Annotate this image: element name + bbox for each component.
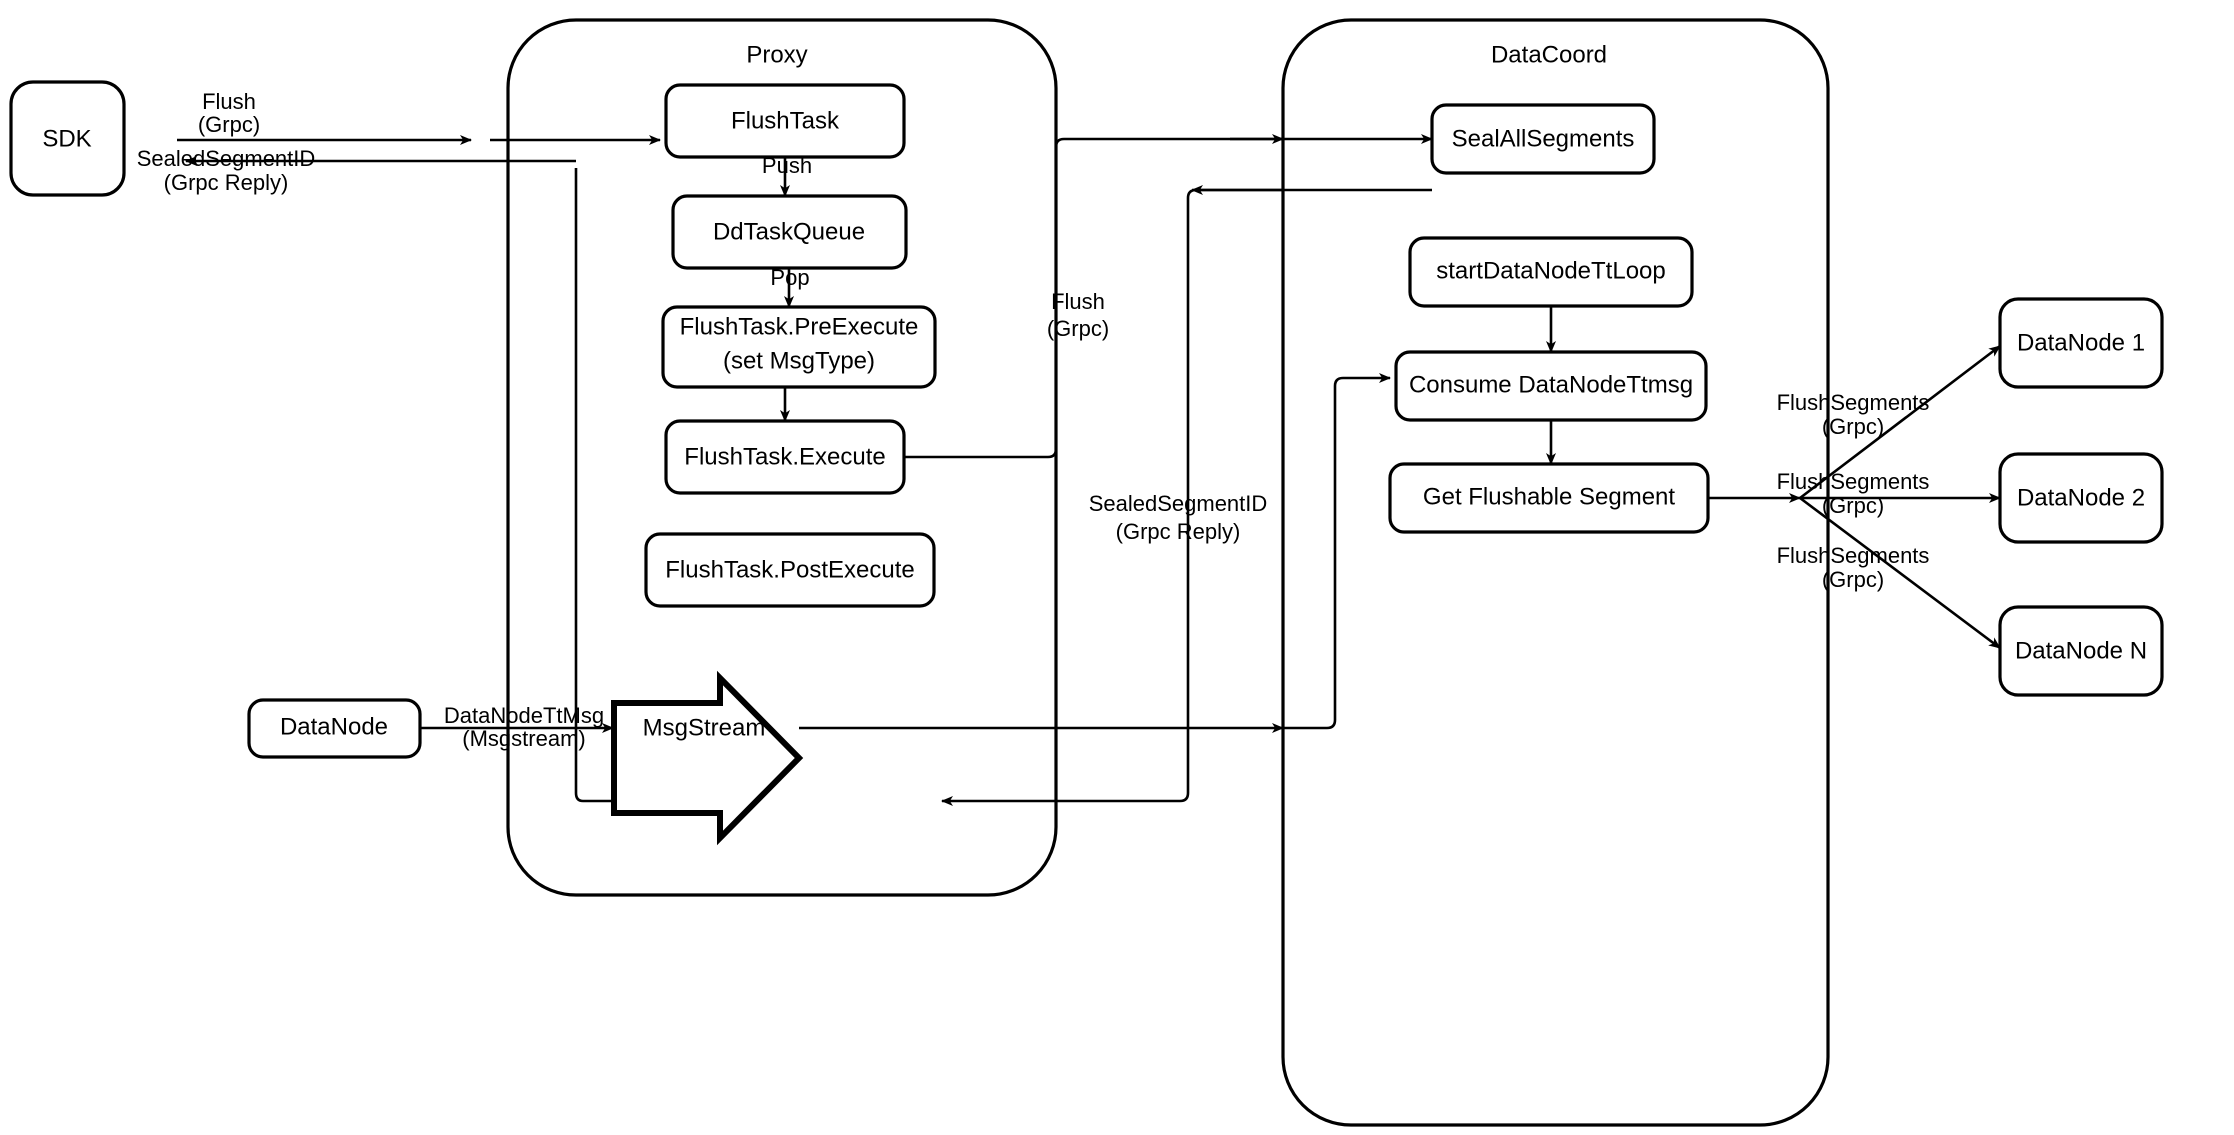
- sealed-sdk-line2: (Grpc Reply): [164, 170, 289, 195]
- datacoord-container-rect: [1281, 18, 1830, 1127]
- sealallsegments-rect[interactable]: [1430, 103, 1656, 175]
- flushsegments-2-line1: FlushSegments: [1777, 469, 1930, 494]
- preexecute-label-line1: FlushTask.PreExecute: [680, 313, 919, 340]
- flushsegments-2-line2: (Grpc): [1822, 493, 1884, 518]
- label-sealedsegmentid-sdk: SealedSegmentID (Grpc Reply): [137, 146, 316, 195]
- flush-grpc-sdk-line2: (Grpc): [198, 112, 260, 137]
- flush-grpc-mid-line2: (Grpc): [1047, 316, 1109, 341]
- preexecute-label-line2: (set MsgType): [723, 347, 875, 374]
- node-consumedatanodettmsg[interactable]: Consume DataNodeTtmsg: [1394, 350, 1708, 422]
- edge-junction-to-datanode1: FlushSegments (Grpc): [1777, 344, 2001, 500]
- node-ddtaskqueue[interactable]: DdTaskQueue: [671, 194, 908, 270]
- edge-datanode-to-msgstream: DataNodeTtMsg (Msgstream): [420, 703, 614, 751]
- node-startdatanodettloop[interactable]: startDataNodeTtLoop: [1408, 236, 1694, 308]
- proxy-container-rect: [506, 18, 1058, 897]
- datacoord-container-label: DataCoord: [1491, 41, 1607, 68]
- pop-edge-label: Pop: [770, 265, 809, 290]
- edge-ddtaskqueue-to-preexecute: Pop: [770, 265, 810, 308]
- ddtaskqueue-label: DdTaskQueue: [713, 218, 865, 245]
- msgstream-block-arrow[interactable]: [611, 670, 804, 846]
- postexecute-rect[interactable]: [644, 532, 936, 608]
- node-sdk[interactable]: SDK: [9, 80, 126, 197]
- proxy-container-label: Proxy: [746, 41, 807, 68]
- datanodettmsg-line1: DataNodeTtMsg: [444, 703, 604, 728]
- msgstream-label: MsgStream: [643, 714, 766, 741]
- flushsegments-n-line1: FlushSegments: [1777, 543, 1930, 568]
- node-execute[interactable]: FlushTask.Execute: [664, 419, 906, 495]
- node-datanode1[interactable]: DataNode 1: [1998, 297, 2164, 389]
- flushsegments-1-line2: (Grpc): [1822, 414, 1884, 439]
- sealed-mid-line1: SealedSegmentID: [1089, 491, 1268, 516]
- datanoden-label: DataNode N: [2015, 637, 2147, 664]
- node-datanode[interactable]: DataNode: [247, 698, 422, 759]
- execute-label: FlushTask.Execute: [684, 443, 885, 470]
- node-sealallsegments[interactable]: SealAllSegments: [1430, 103, 1656, 175]
- datanodettmsg-line2: (Msgstream): [462, 726, 585, 751]
- edge-postexecute-to-sdk-route: [574, 168, 646, 803]
- datanode2-label: DataNode 2: [2017, 484, 2145, 511]
- sealed-sdk-line1: SealedSegmentID: [137, 146, 316, 171]
- edge-junction-to-datanoden: FlushSegments (Grpc): [1777, 496, 2001, 650]
- flush-grpc-sdk-line1: Flush: [202, 89, 256, 114]
- edge-msgstream-to-datacoord: [799, 723, 1284, 733]
- datanode1-label: DataNode 1: [2017, 329, 2145, 356]
- sdk-label: SDK: [42, 125, 91, 152]
- postexecute-label: FlushTask.PostExecute: [665, 556, 914, 583]
- edge-flushtask-to-ddtaskqueue: Push: [762, 153, 812, 197]
- push-edge-label: Push: [762, 153, 812, 178]
- edge-sealallsegments-to-postexecute: SealedSegmentID (Grpc Reply): [941, 185, 1432, 806]
- edge-execute-to-sealallsegments: Flush (Grpc): [904, 134, 1433, 459]
- flush-grpc-mid-line1: Flush: [1051, 289, 1105, 314]
- container-datacoord: DataCoord: [1281, 18, 1830, 1127]
- sdk-rect[interactable]: [9, 80, 126, 197]
- label-flush-grpc-sdk: Flush (Grpc): [198, 89, 260, 137]
- getflushablesegment-label: Get Flushable Segment: [1423, 483, 1675, 510]
- consumedatanodettmsg-label: Consume DataNodeTtmsg: [1409, 371, 1693, 398]
- datanoden-rect[interactable]: [1998, 605, 2164, 697]
- sealed-mid-line2: (Grpc Reply): [1116, 519, 1241, 544]
- datanode2-rect[interactable]: [1998, 452, 2164, 544]
- node-flushtask[interactable]: FlushTask: [664, 83, 906, 159]
- datanode1-rect[interactable]: [1998, 297, 2164, 389]
- node-datanoden[interactable]: DataNode N: [1998, 605, 2164, 697]
- node-datanode2[interactable]: DataNode 2: [1998, 452, 2164, 544]
- sealallsegments-label: SealAllSegments: [1452, 125, 1635, 152]
- preexecute-rect[interactable]: [661, 305, 937, 389]
- edge-junction-to-datanode2: FlushSegments (Grpc): [1777, 469, 2001, 518]
- flushtask-label: FlushTask: [731, 107, 840, 134]
- node-msgstream[interactable]: MsgStream: [611, 670, 804, 846]
- flushsegments-n-line2: (Grpc): [1822, 567, 1884, 592]
- node-getflushablesegment[interactable]: Get Flushable Segment: [1388, 462, 1710, 534]
- edge-msgstream-to-consume: [1283, 373, 1391, 730]
- datanode-label: DataNode: [280, 713, 388, 740]
- node-postexecute[interactable]: FlushTask.PostExecute: [644, 532, 936, 608]
- startdatanodettloop-label: startDataNodeTtLoop: [1436, 257, 1665, 284]
- node-preexecute[interactable]: FlushTask.PreExecute (set MsgType): [661, 305, 937, 389]
- flushsegments-1-line1: FlushSegments: [1777, 390, 1930, 415]
- container-proxy: Proxy: [506, 18, 1058, 897]
